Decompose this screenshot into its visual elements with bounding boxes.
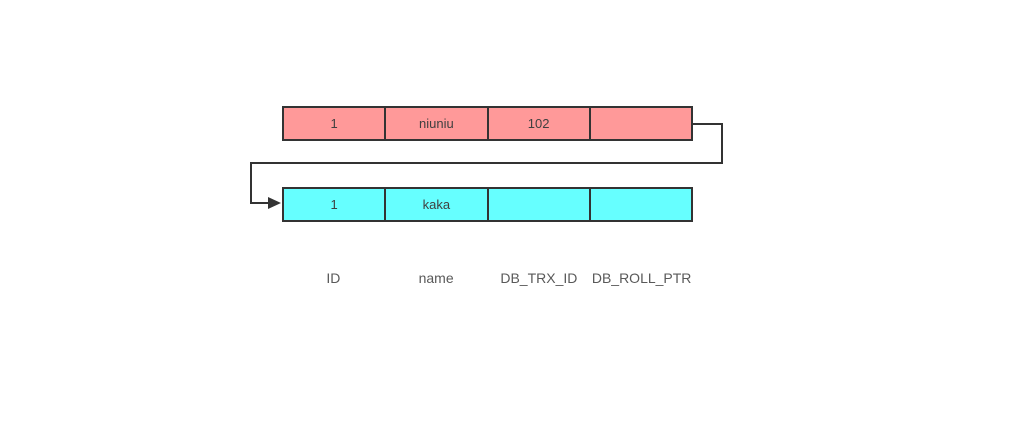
cell-undo-roll-ptr — [591, 189, 691, 220]
column-label-db-roll-ptr: DB_ROLL_PTR — [591, 270, 692, 286]
cell-current-id: 1 — [284, 108, 387, 139]
arrowhead-icon — [268, 197, 281, 209]
column-labels: ID name DB_TRX_ID DB_ROLL_PTR — [282, 268, 693, 288]
column-label-db-trx-id: DB_TRX_ID — [500, 270, 578, 286]
cell-undo-id: 1 — [284, 189, 387, 220]
cell-current-roll-ptr — [591, 108, 691, 139]
cell-current-name: niuniu — [386, 108, 489, 139]
cell-undo-name: kaka — [386, 189, 489, 220]
column-label-name: name — [418, 270, 454, 286]
cell-current-trx-id: 102 — [489, 108, 591, 139]
record-row-undo-log: 1 kaka — [282, 187, 693, 222]
cell-undo-trx-id — [489, 189, 591, 220]
record-row-current: 1 niuniu 102 — [282, 106, 693, 141]
column-label-id: ID — [326, 270, 341, 286]
